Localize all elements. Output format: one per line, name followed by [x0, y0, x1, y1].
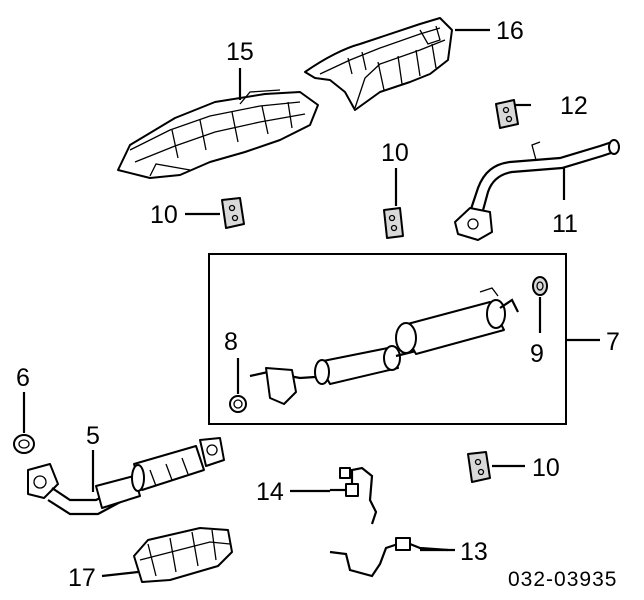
- label-5: 5: [86, 422, 100, 450]
- label-7: 7: [606, 328, 620, 356]
- label-10a: 10: [150, 201, 178, 229]
- label-12: 12: [560, 92, 588, 120]
- gasket-8: [229, 395, 247, 413]
- muffler-assembly-box: [208, 253, 567, 425]
- leader-lines: [22, 28, 600, 578]
- label-15: 15: [226, 38, 254, 66]
- label-9: 9: [530, 340, 544, 368]
- oxygen-sensor-14: [330, 466, 378, 525]
- rubber-hanger-10a: [221, 197, 245, 229]
- converter-heat-cover: [133, 527, 233, 583]
- nut-9: [532, 276, 548, 296]
- rubber-hanger-12: [495, 99, 519, 129]
- diagram-code: 032-03935: [508, 568, 617, 591]
- oxygen-sensor-13: [329, 537, 449, 578]
- heat-shield-upper: [304, 17, 453, 111]
- label-14: 14: [256, 478, 284, 506]
- callout-labels: 15 16 10 10 12 11 7 8 9 10 6 5 14 13 17 …: [16, 17, 620, 592]
- tail-pipe: [454, 139, 620, 241]
- heat-shield-lower: [117, 89, 319, 179]
- label-8: 8: [224, 328, 238, 356]
- gasket-6: [13, 434, 35, 454]
- label-16: 16: [496, 17, 524, 45]
- label-11: 11: [552, 210, 578, 238]
- label-17: 17: [68, 564, 96, 592]
- muffler-assembly: [249, 287, 519, 405]
- rubber-hanger-10b: [383, 207, 404, 239]
- rubber-hanger-10c: [467, 451, 491, 483]
- label-13: 13: [460, 538, 488, 566]
- label-6: 6: [16, 364, 30, 392]
- label-10b: 10: [381, 139, 409, 167]
- label-10c: 10: [532, 454, 560, 482]
- front-pipe-converter: [27, 437, 225, 516]
